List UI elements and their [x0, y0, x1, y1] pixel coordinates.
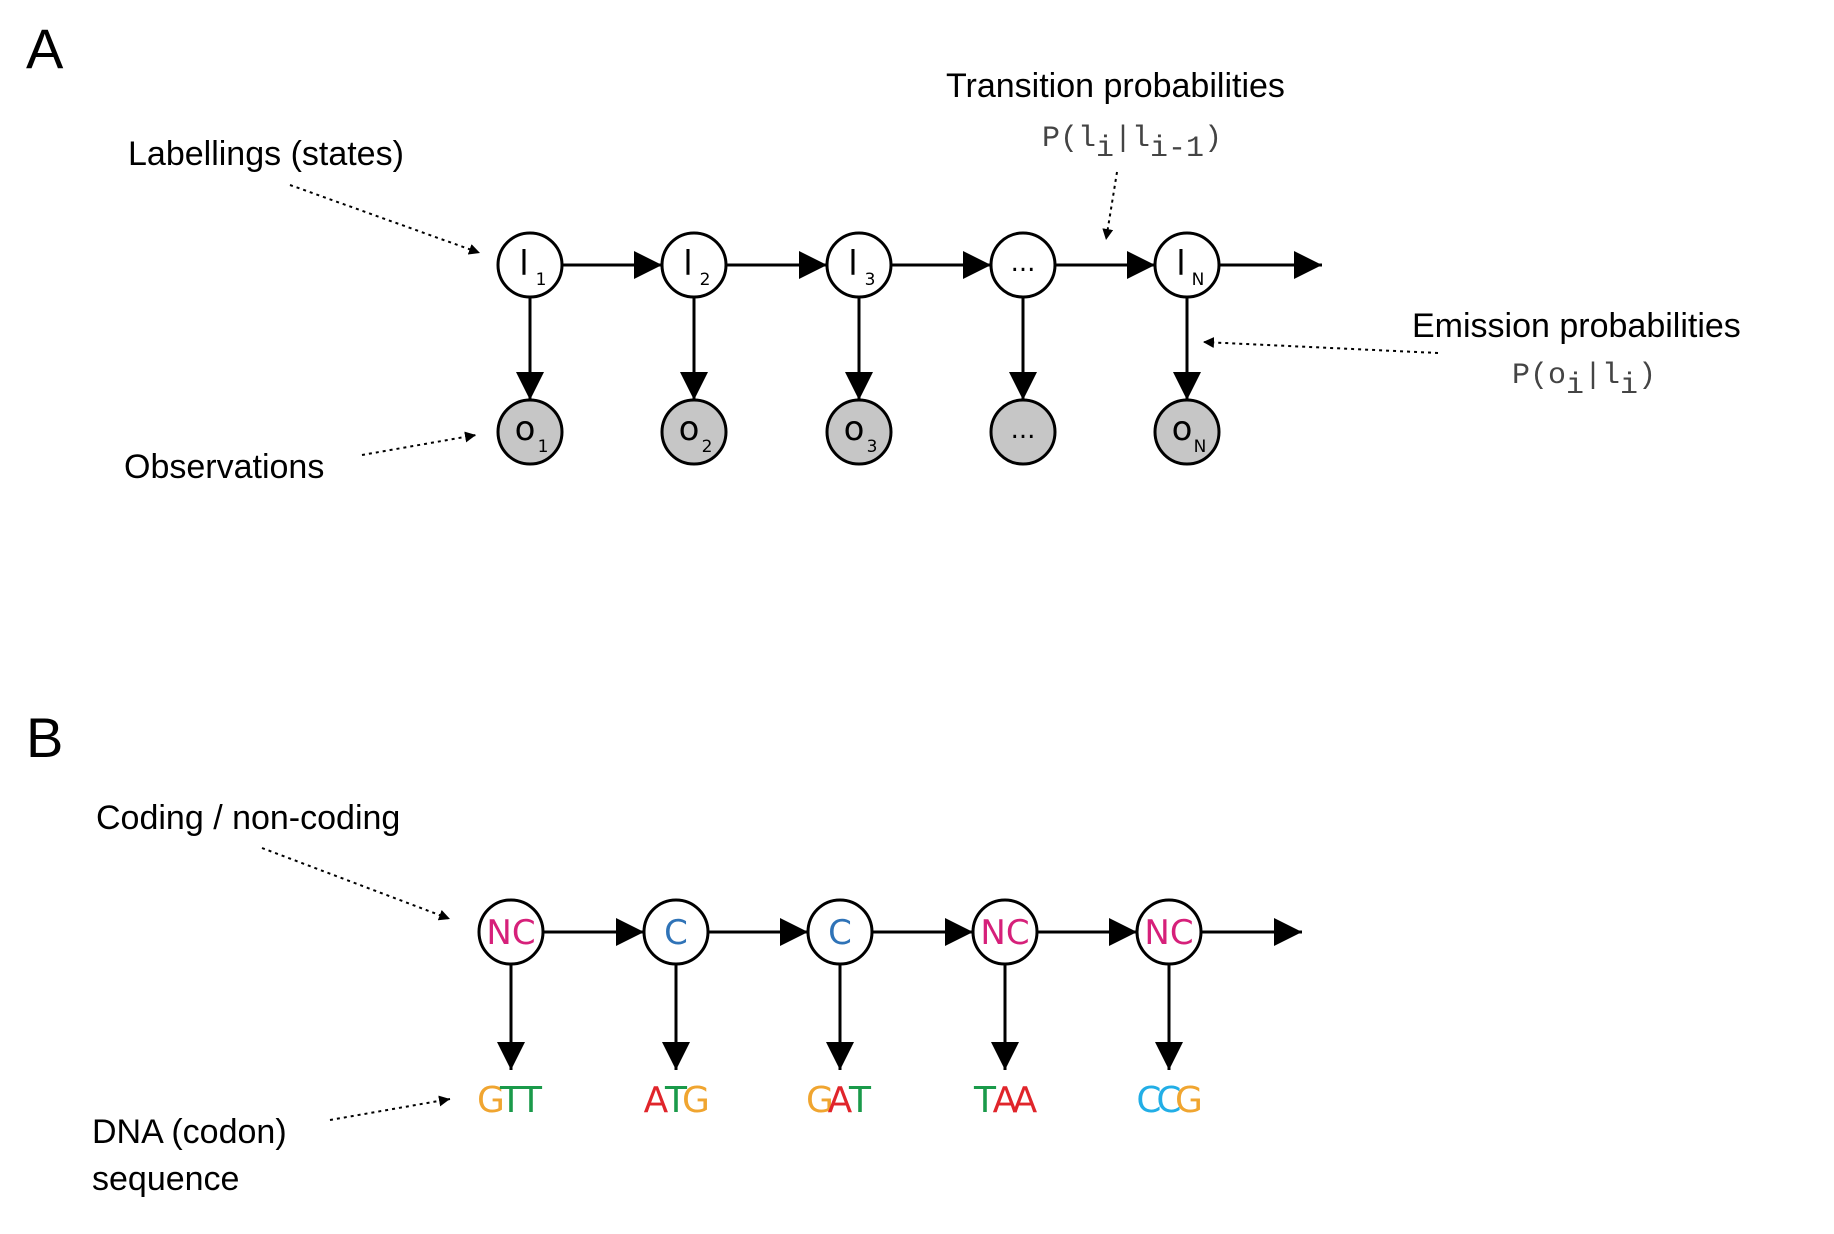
labellings-label: Labellings (states) — [128, 135, 404, 173]
observations-label: Observations — [124, 448, 324, 486]
coding-state-circle — [971, 898, 1039, 966]
observation-subscript: N — [1194, 437, 1207, 457]
state-label: ... — [1011, 248, 1036, 278]
codon: GTT — [477, 1080, 543, 1121]
observation-label: o — [1172, 409, 1193, 449]
nucleotide: A — [993, 1080, 1018, 1121]
nucleotide: T — [519, 1080, 543, 1121]
state-label: l — [848, 244, 857, 284]
observations-pointer — [361, 431, 477, 456]
panel-b-states: NC C C NC NC — [477, 898, 1203, 966]
codon: ATG — [644, 1080, 710, 1121]
state-label: l — [519, 244, 528, 284]
observation-subscript: 3 — [867, 437, 878, 457]
observation-circle — [989, 398, 1057, 466]
observation-label: o — [515, 409, 536, 449]
observation-node: ... — [989, 398, 1057, 466]
coding-state-circle — [477, 898, 545, 966]
observation-circle — [496, 398, 564, 466]
state-circle — [496, 231, 564, 299]
coding-pointer — [261, 847, 451, 921]
state-subscript: N — [1192, 270, 1205, 290]
nucleotide: T — [973, 1080, 997, 1121]
coding-state-node: C — [642, 898, 710, 966]
state-node: ... — [989, 231, 1057, 299]
codon: GAT — [806, 1080, 872, 1121]
state-subscript: 2 — [700, 270, 711, 290]
observation-label: o — [844, 409, 865, 449]
state-label: l — [1176, 244, 1185, 284]
nucleotide: G — [1175, 1080, 1203, 1121]
observation-subscript: 2 — [702, 437, 713, 457]
observation-subscript: 1 — [538, 437, 549, 457]
state-subscript: 1 — [536, 270, 547, 290]
coding-state-node: NC — [477, 898, 545, 966]
codon: TAA — [973, 1080, 1038, 1121]
nucleotide: T — [664, 1080, 688, 1121]
coding-state-node: NC — [971, 898, 1039, 966]
state-circle — [989, 231, 1057, 299]
emission-pointer — [1202, 337, 1439, 354]
nucleotide: G — [477, 1080, 505, 1121]
codon: CCG — [1136, 1080, 1203, 1121]
observation-label: o — [679, 409, 700, 449]
coding-state-label: C — [828, 913, 852, 953]
coding-label: Coding / non-coding — [96, 799, 400, 837]
state-subscript: 3 — [865, 270, 876, 290]
nucleotide: C — [1156, 1080, 1181, 1121]
nucleotide: T — [499, 1080, 523, 1121]
coding-state-node: C — [806, 898, 874, 966]
observation-circle — [1153, 398, 1221, 466]
nucleotide: A — [644, 1080, 669, 1121]
panel-b: B Coding / non-coding DNA (codon) sequen… — [26, 706, 1302, 1198]
observation-label: ... — [1011, 415, 1036, 445]
panel-a-letter: A — [26, 17, 64, 80]
nucleotide: G — [806, 1080, 834, 1121]
nucleotide: A — [828, 1080, 853, 1121]
nucleotide: A — [1013, 1080, 1038, 1121]
emission-label: Emission probabilities — [1412, 307, 1741, 345]
coding-state-node: NC — [1135, 898, 1203, 966]
transition-pointer — [1102, 171, 1118, 241]
coding-state-circle — [806, 898, 874, 966]
panel-a: A Labellings (states) Observations Trans… — [26, 17, 1741, 486]
nucleotide: G — [682, 1080, 710, 1121]
coding-state-circle — [642, 898, 710, 966]
emission-formula: P(oi|li) — [1512, 359, 1656, 403]
labellings-pointer — [289, 184, 481, 255]
coding-state-label: C — [664, 913, 688, 953]
panel-b-letter: B — [26, 706, 63, 769]
coding-state-label: NC — [486, 913, 535, 953]
coding-state-label: NC — [1144, 913, 1193, 953]
transition-label: Transition probabilities — [946, 67, 1285, 105]
state-circle — [1153, 231, 1221, 299]
dna-pointer — [329, 1095, 451, 1121]
state-circle — [660, 231, 728, 299]
transition-formula: P(li|li-1) — [1042, 122, 1222, 166]
observation-circle — [825, 398, 893, 466]
coding-state-label: NC — [980, 913, 1029, 953]
panel-b-edges — [497, 918, 1302, 1070]
coding-state-circle — [1135, 898, 1203, 966]
observation-circle — [660, 398, 728, 466]
panel-a-edges — [516, 251, 1322, 400]
dna-label-line2: sequence — [92, 1160, 239, 1198]
state-circle — [825, 231, 893, 299]
nucleotide: T — [848, 1080, 872, 1121]
dna-label-line1: DNA (codon) — [92, 1113, 287, 1151]
state-label: l — [683, 244, 692, 284]
nucleotide: C — [1136, 1080, 1161, 1121]
